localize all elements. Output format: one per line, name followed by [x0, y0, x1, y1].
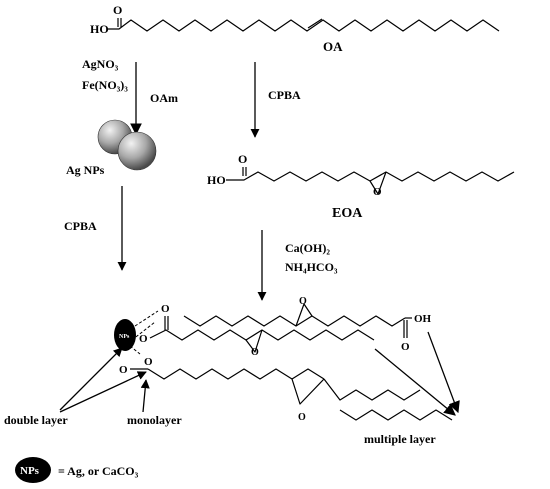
arrow-double-layer-a [59, 347, 123, 411]
annotations: double layer monolayer multiple layer [4, 331, 460, 446]
multiple-layer-label: multiple layer [364, 432, 436, 446]
eoa-epoxide-o-text: O [373, 186, 382, 198]
chain3-o-carbonyl: O [144, 356, 153, 368]
chain1-o-top: O [161, 303, 170, 315]
monolayer-label: monolayer [127, 413, 182, 427]
chain2-carbonyl-o: O [401, 341, 410, 353]
reagent-fe-no3: Fe(NO₃)₃ [82, 78, 128, 92]
eoa-hydroxyl-text: HO [207, 173, 226, 187]
arrow-multiple-layer-a [374, 348, 456, 416]
legend-np-badge [15, 457, 51, 483]
reagent-oam: OAm [150, 91, 178, 105]
chain1-o-side: O [139, 333, 148, 345]
reagent-cpba-right: CPBA [268, 88, 301, 102]
right-branch: CPBA [250, 62, 301, 138]
chain2-oh: OH [414, 313, 432, 325]
chain1-epoxide-o: O [251, 347, 259, 358]
legend-np-label: NPs [20, 465, 40, 477]
double-layer-label: double layer [4, 413, 68, 427]
arrow-multiple-layer-b [427, 331, 460, 414]
reagent-caoh2: Ca(OH)₂ [285, 241, 330, 255]
oa-carbonyl-o-text: O [113, 3, 122, 17]
np-core [114, 319, 136, 351]
chain2-epoxide-o: O [299, 296, 307, 307]
reagent-nh4hco3: NH₄HCO₃ [285, 260, 338, 274]
reagent-cpba-left: CPBA [64, 219, 97, 233]
legend: NPs = Ag, or CaCO₃ [15, 457, 139, 483]
ag-nps-label: Ag NPs [66, 163, 105, 177]
oa-label: OA [323, 39, 343, 54]
chain3-epoxide-o: O [298, 412, 306, 423]
chain3-o-side: O [119, 364, 128, 376]
eoa-label: EOA [332, 206, 363, 221]
legend-text: = Ag, or CaCO₃ [58, 464, 139, 478]
epoxidized-oleic-acid-structure: HO O O EOA [207, 152, 515, 221]
arrow-monolayer [140, 379, 150, 413]
np-core-label: NPs [119, 334, 130, 340]
coating-step: Ca(OH)₂ NH₄HCO₃ [257, 230, 338, 301]
ag-sphere-front [117, 131, 157, 171]
left-branch: AgNO₃ Fe(NO₃)₃ OAm Ag NPs CPBA [64, 57, 178, 271]
oa-hydroxyl-text: HO [90, 22, 109, 36]
coated-nanoparticle: NPs O O O O OH O O O O [114, 296, 453, 423]
arrow-double-layer-b [59, 371, 147, 413]
reagent-agno3: AgNO₃ [82, 57, 119, 71]
eoa-carbonyl-o-text: O [238, 152, 247, 166]
oleic-acid-structure: HO O OA [90, 3, 500, 54]
